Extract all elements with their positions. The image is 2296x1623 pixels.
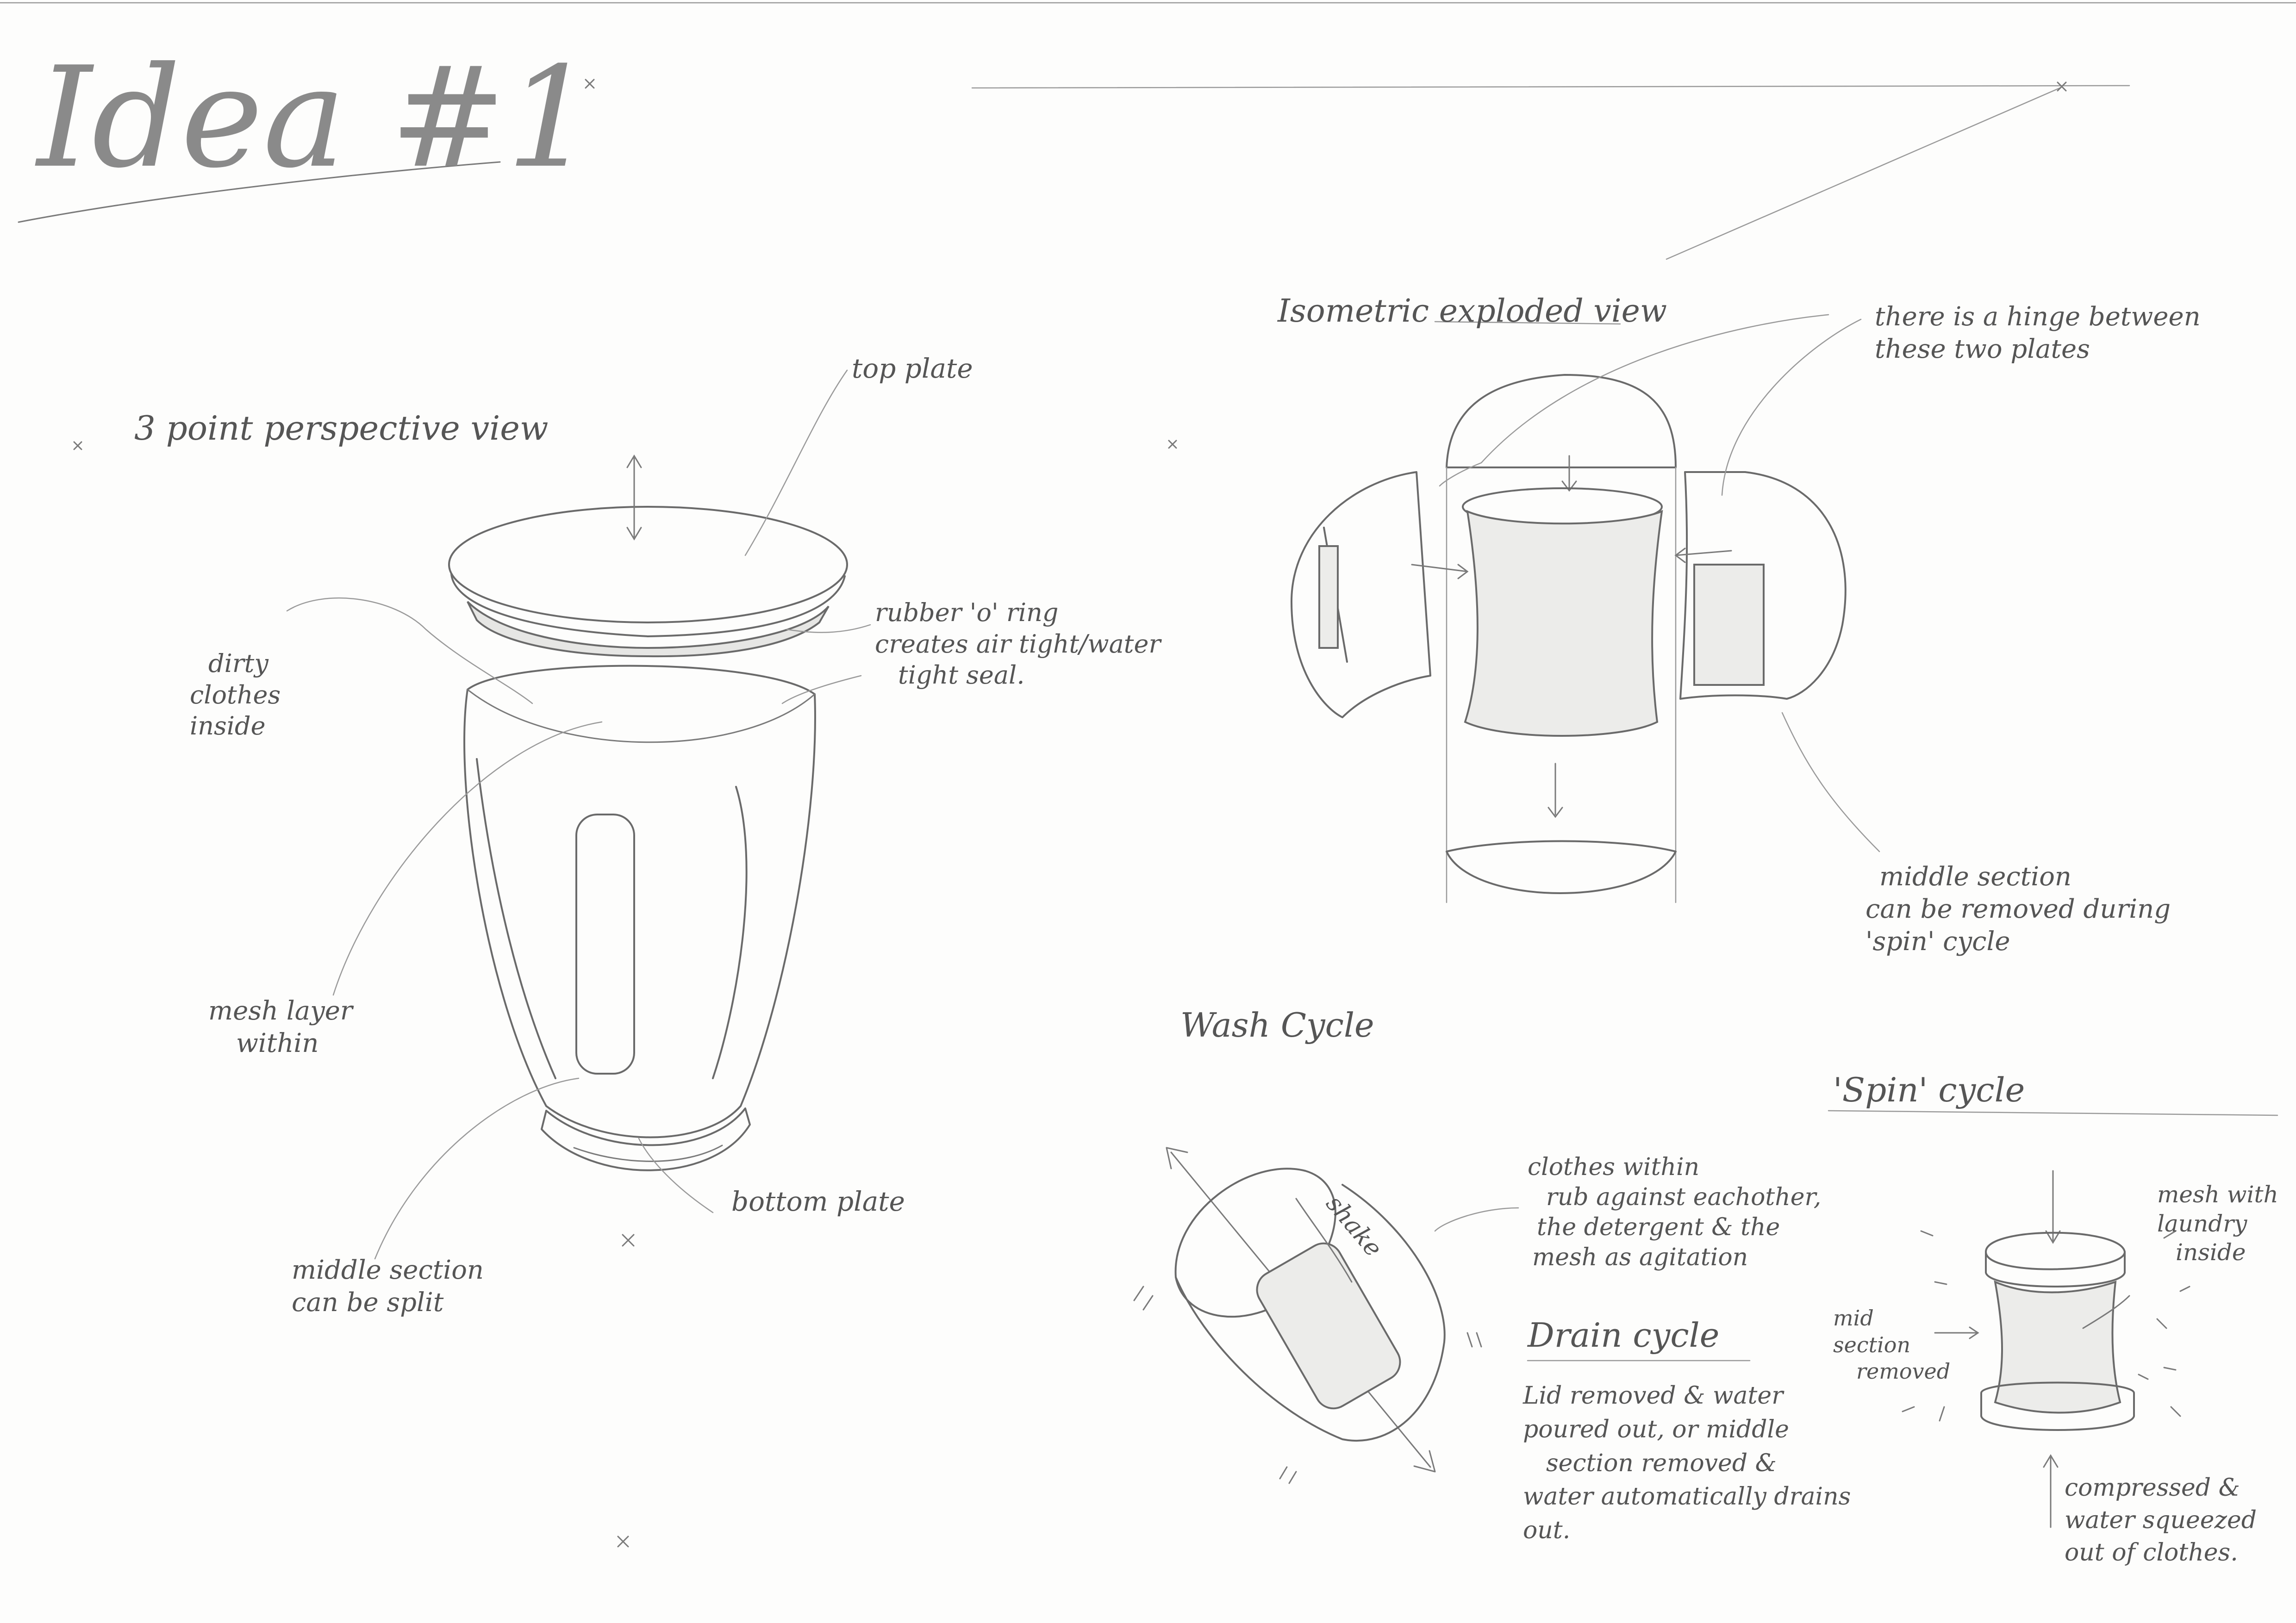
label-line: removed (1833, 1358, 1950, 1385)
label-line: section removed & (1523, 1447, 1851, 1480)
label-mesh-layer: mesh layer within (208, 995, 353, 1060)
label-line: these two plates (1875, 333, 2201, 366)
label-line: dirty (190, 648, 281, 679)
label-line: laundry (2157, 1209, 2278, 1238)
top-right-guide (1666, 88, 2060, 259)
label-line: mid (1833, 1305, 1950, 1332)
label-line: compressed & (2065, 1472, 2257, 1504)
label-line: mesh with (2157, 1180, 2278, 1209)
label-line: rub against eachother, (1528, 1182, 1821, 1213)
label-line: tight seal. (875, 659, 1160, 691)
label-compressed: compressed & water squeezed out of cloth… (2065, 1472, 2257, 1569)
label-line: can be split (292, 1287, 484, 1319)
label-line: the detergent & the (1528, 1213, 1821, 1243)
label-line: creates air tight/water (875, 628, 1160, 660)
wash-drum (1134, 1148, 1518, 1483)
label-line: rubber 'o' ring (875, 597, 1160, 628)
label-mid-removed: mid section removed (1833, 1305, 1950, 1385)
label-line: water squeezed (2065, 1504, 2257, 1536)
label-line: inside (2157, 1238, 2278, 1267)
label-line: mesh as agitation (1528, 1243, 1821, 1273)
label-line: mesh layer (208, 995, 353, 1027)
section-title-spin: 'Spin' cycle (1833, 1069, 2025, 1111)
label-middle-split: middle section can be split (292, 1254, 484, 1319)
section-title-isometric: Isometric exploded view (1278, 292, 1667, 331)
label-line: out. (1523, 1514, 1851, 1548)
construction-marks (74, 80, 2066, 1547)
exploded-view (1292, 315, 1879, 902)
label-hinge: there is a hinge between these two plate… (1875, 301, 2201, 366)
label-line: can be removed during (1866, 893, 2171, 926)
label-line: 'spin' cycle (1866, 926, 2171, 958)
label-drain-text: Lid removed & water poured out, or middl… (1523, 1379, 1851, 1548)
label-line: there is a hinge between (1875, 301, 2201, 333)
label-line: water automatically drains (1523, 1480, 1851, 1514)
label-middle-removed: middle section can be removed during 'sp… (1866, 861, 2171, 958)
section-title-drain: Drain cycle (1528, 1314, 1719, 1356)
label-line: Lid removed & water (1523, 1379, 1851, 1413)
label-line: clothes (190, 679, 281, 711)
label-line: poured out, or middle (1523, 1413, 1851, 1447)
section-title-perspective: 3 point perspective view (134, 407, 549, 449)
section-title-wash: Wash Cycle (1180, 1004, 1374, 1046)
label-line: inside (190, 710, 281, 742)
label-dirty-clothes: dirty clothes inside (190, 648, 281, 742)
label-mesh-laundry: mesh with laundry inside (2157, 1180, 2278, 1267)
page-title: Idea #1 (37, 37, 595, 199)
label-clothes-within: clothes within rub against eachother, th… (1528, 1152, 1821, 1273)
label-line: section (1833, 1332, 1950, 1359)
label-line: middle section (292, 1254, 484, 1287)
label-line: middle section (1866, 861, 2171, 893)
label-top-plate: top plate (852, 352, 973, 386)
label-rubber-ring: rubber 'o' ring creates air tight/water … (875, 597, 1160, 691)
label-line: out of clothes. (2065, 1536, 2257, 1569)
perspective-drum (287, 370, 870, 1259)
label-line: within (208, 1027, 353, 1060)
label-bottom-plate: bottom plate (731, 1185, 905, 1219)
label-line: clothes within (1528, 1152, 1821, 1182)
